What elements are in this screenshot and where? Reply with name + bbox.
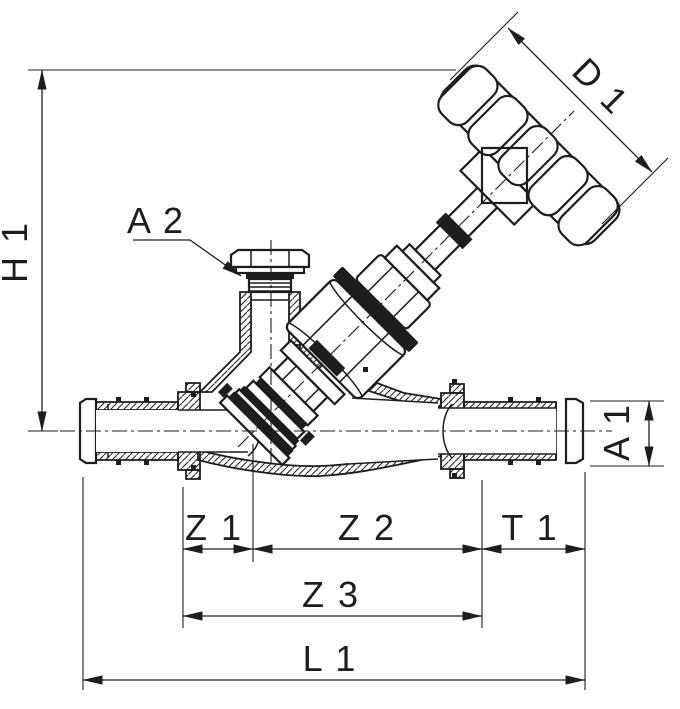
- centerlines: [60, 110, 612, 468]
- dimension-label-d1: D 1: [564, 50, 637, 123]
- dimension-label-t1: T 1: [501, 507, 558, 548]
- dimension-label-h1: H 1: [0, 221, 35, 283]
- dimension-label-a2: A 2: [127, 200, 185, 241]
- stem-centerline: [237, 110, 575, 448]
- dimension-label-z3: Z 3: [302, 574, 360, 615]
- dimension-line-d1: [507, 27, 653, 173]
- barb-marks: [116, 367, 541, 478]
- handwheel-hub-cap: [480, 146, 529, 205]
- dimension-label-z1: Z 1: [185, 507, 243, 548]
- top-port-cap: [229, 248, 311, 301]
- dimension-label-a1: A 1: [596, 403, 637, 461]
- leader-line-a2: [133, 239, 242, 277]
- valve-body: [78, 64, 621, 480]
- dimension-label-z2: Z 2: [338, 507, 396, 548]
- dimension-label-l1: L 1: [303, 638, 358, 679]
